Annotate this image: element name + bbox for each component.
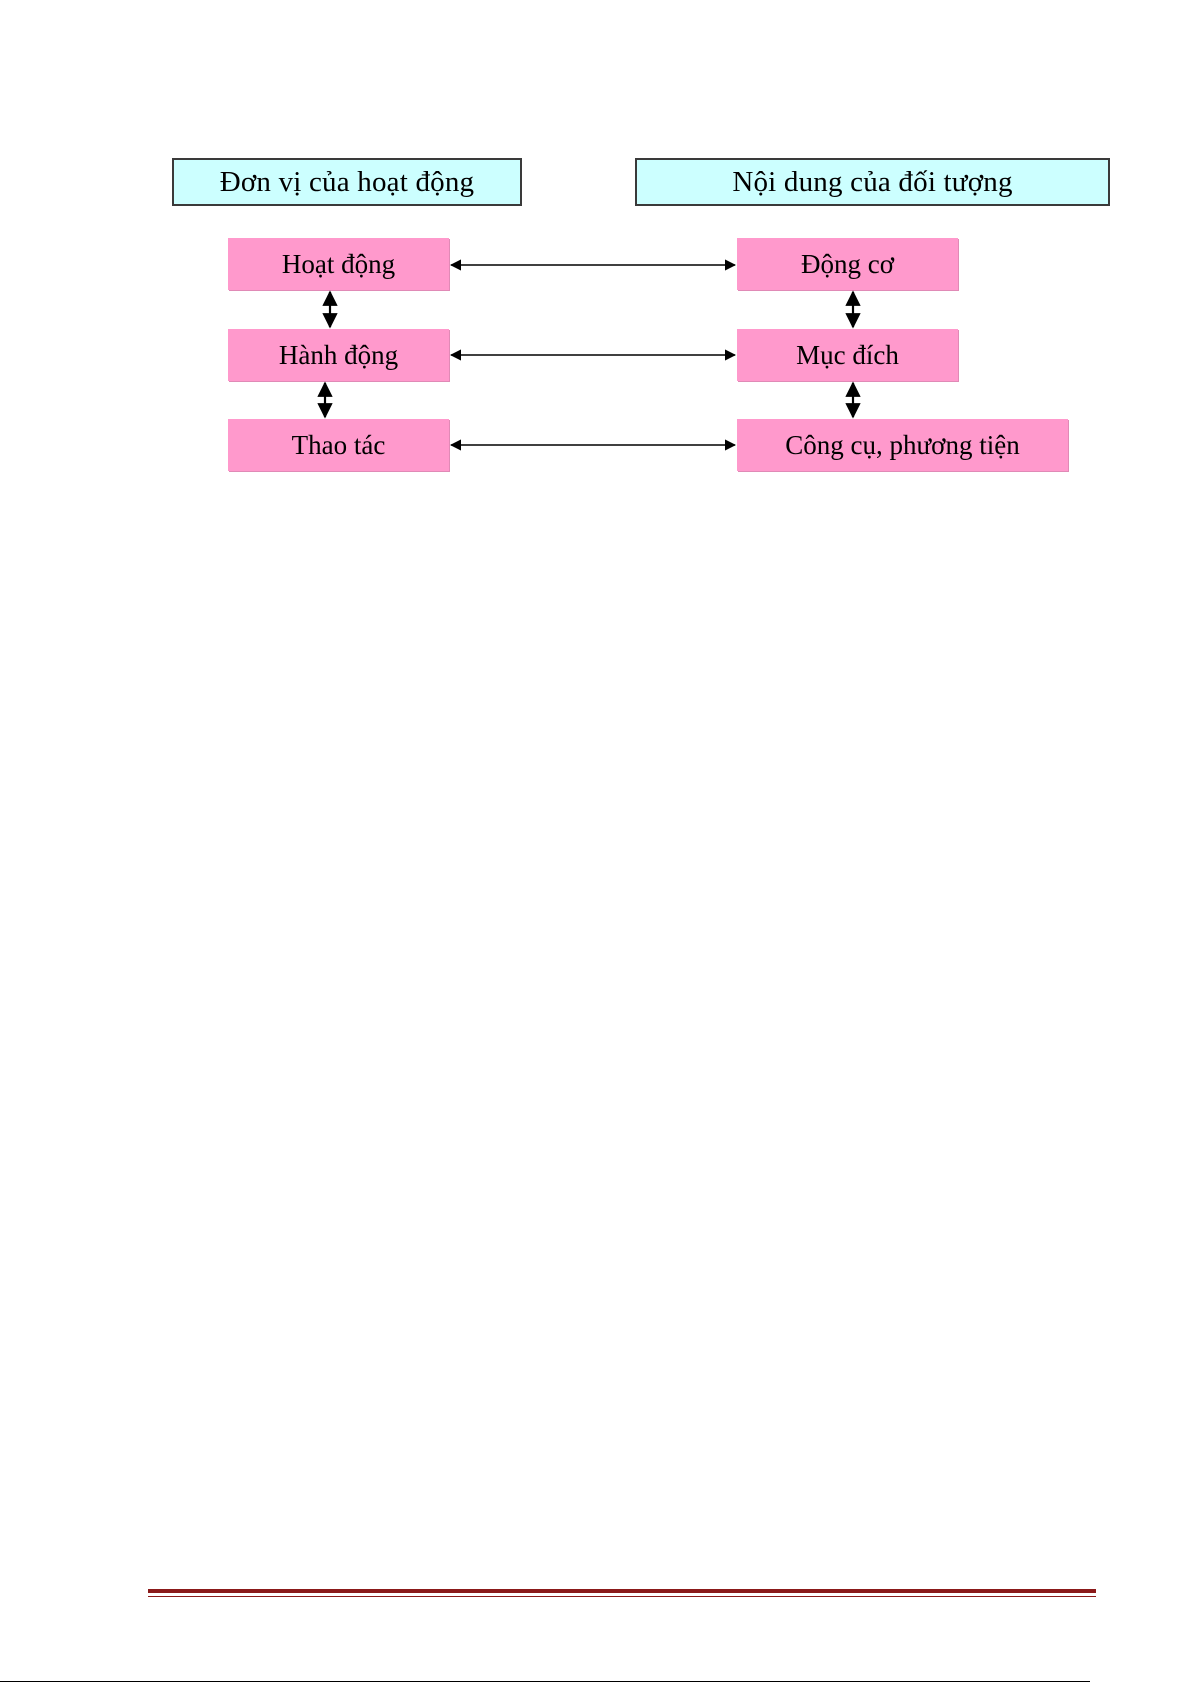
footer-rule-thick (148, 1589, 1096, 1593)
footer-rule-thin (148, 1596, 1096, 1597)
page-bottom-rule (0, 1681, 1090, 1682)
